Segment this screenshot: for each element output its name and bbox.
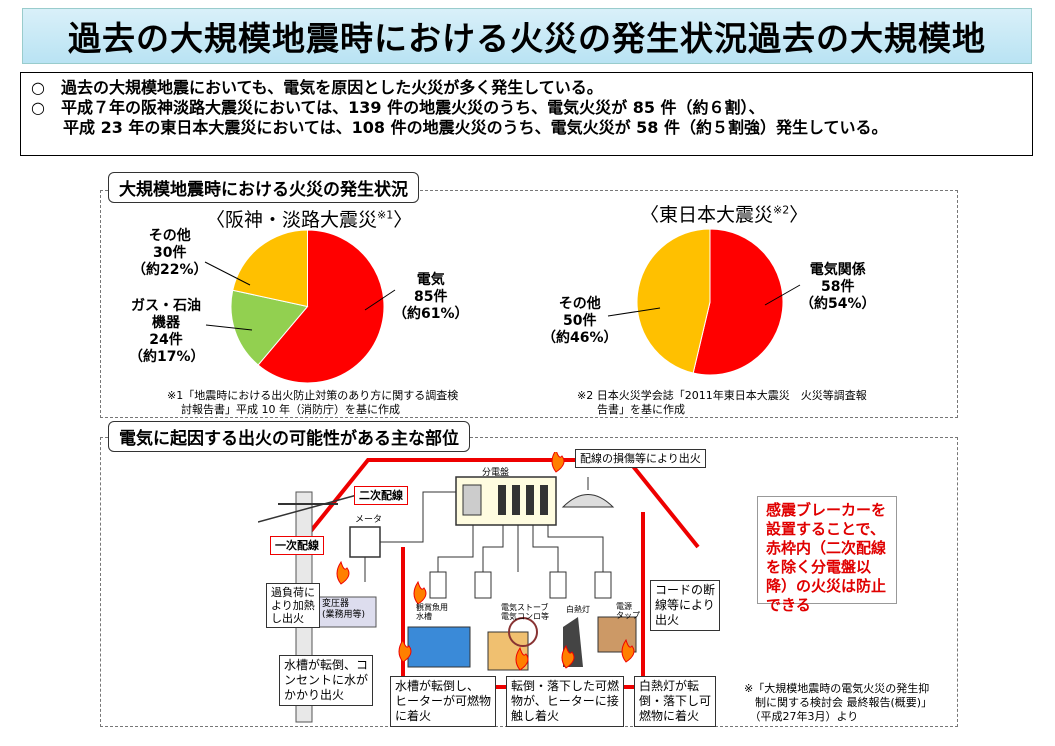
label-overload: 過負荷により加熱し出火 (266, 583, 320, 628)
label-stove-fire: 転倒・落下した可燃物が、ヒーターに接触し着火 (506, 676, 625, 727)
pie1-slice-1 (230, 289, 309, 366)
label-aquarium-spill: 水槽が転倒、コンセントに水がかかり出火 (279, 655, 374, 706)
house-diagram (258, 452, 700, 723)
summary-line-3: 平成 23 年の東日本大震災においては、108 件の地震火災のうち、電気火災が … (31, 118, 888, 137)
label-wiring-damage: 配線の損傷等により出火 (575, 449, 706, 468)
pie-chart-hanshin (230, 229, 385, 384)
label-app-aquarium: 観賞魚用水槽 (416, 603, 448, 621)
summary-box: ○ 過去の大規模地震においても、電気を原因とした火災が多く発生している。 ○ 平… (20, 72, 1033, 156)
fire-stats-label: 大規模地震時における火災の発生状況 (108, 172, 419, 203)
summary-line-2: ○ 平成７年の阪神淡路大震災においては、139 件の地震火災のうち、電気火災が … (31, 98, 765, 117)
title-banner: 過去の大規模地震時における火災の発生状況過去の大規模地 (22, 8, 1032, 64)
seismic-breaker-note: 感震ブレーカーを 設置することで、 赤枠内（二次配線 を除く分電盤以 降）の火災… (757, 496, 897, 614)
label-app-tap: 電源タップ (616, 602, 640, 620)
source-note: ※「大規模地震時の電気火災の発生抑 制に関する検討会 最終報告(概要)」 （平成… (744, 682, 933, 723)
summary-line-1: ○ 過去の大規模地震においても、電気を原因とした火災が多く発生している。 (31, 78, 603, 97)
pie2-title: 〈東日本大震災※2〉 (640, 203, 809, 226)
label-secondary-wiring: 二次配線 (354, 486, 408, 505)
fire-stats-section (100, 190, 958, 418)
pie1-title: 〈阪神・淡路大震災※1〉 (206, 208, 413, 231)
pie1-slice-2 (232, 229, 308, 308)
label-cord-fire: コードの断線等により出火 (650, 580, 721, 631)
label-primary-wiring: 一次配線 (270, 536, 324, 555)
pie2-slice-1 (636, 228, 711, 374)
label-aquarium-fall: 水槽が転倒し、ヒーターが可燃物に着火 (390, 676, 497, 727)
pie1-slice-0 (257, 229, 385, 384)
pie2-slice-0 (692, 228, 784, 376)
label-app-stove: 電気ストーブ電気コンロ等 (501, 603, 549, 621)
label-meter: メータ (355, 515, 383, 525)
pie-chart-higashi (636, 228, 784, 376)
page-title: 過去の大規模地震時における火災の発生状況過去の大規模地 (68, 19, 986, 58)
label-transformer: 変圧器(業務用等) (322, 599, 366, 620)
label-lamp-fire: 白熱灯が転倒・落下し可燃物に着火 (634, 676, 717, 727)
label-panel: 分電盤 (482, 468, 510, 478)
note-higashi: ※2 日本火災学会誌「2011年東日本大震災 火災等調査報告書」を基に作成 (577, 389, 867, 416)
ignition-label: 電気に起因する出火の可能性がある主な部位 (108, 421, 470, 452)
label-app-lamp: 白熱灯 (566, 605, 590, 614)
note-hanshin: ※1「地震時における出火防止対策のあり方に関する調査検討報告書」平成 10 年（… (167, 389, 459, 416)
